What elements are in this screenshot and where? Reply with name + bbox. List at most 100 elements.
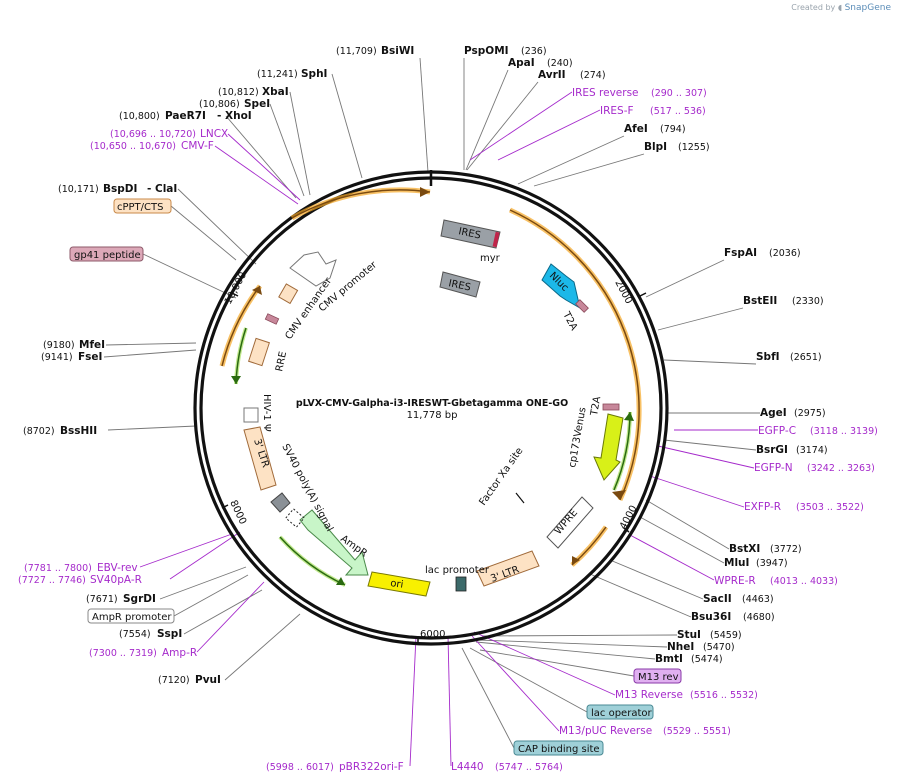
orf-arc-top	[291, 189, 431, 219]
enzyme-name: BlpI	[644, 141, 667, 153]
enzyme-stui: StuI(5459)	[677, 629, 742, 641]
box-cppt-cts-text: cPPT/CTS	[117, 202, 163, 213]
connector-paer7i	[225, 115, 297, 199]
box-gp41-text: gp41 peptide	[74, 250, 141, 261]
primer-pos: (3242 .. 3263)	[807, 463, 875, 474]
primer-wpre-r: WPRE-R(4013 .. 4033)	[714, 575, 838, 587]
connector-bsu36i	[589, 573, 692, 618]
enzyme-pos: (8702)	[23, 426, 55, 437]
primer-pos: (3118 .. 3139)	[810, 426, 878, 437]
connector-ampr	[196, 581, 265, 653]
primer-cmv-f: (10,650 .. 10,670)CMV-F	[90, 140, 214, 152]
ires-label-1: IRES	[457, 226, 481, 241]
enzyme-mfei: (9180)MfeI	[43, 339, 105, 351]
box-cppt-cts: cPPT/CTS	[113, 198, 172, 214]
connector-bsteii	[657, 307, 744, 331]
primer-egfp-n: EGFP-N(3242 .. 3263)	[754, 462, 875, 474]
enzyme-pos: (274)	[580, 70, 606, 81]
enzyme-pos: (9141)	[41, 352, 73, 363]
ltr-feature-left	[243, 426, 277, 491]
connector-m13r	[473, 631, 616, 696]
connector-egfpn	[657, 445, 755, 469]
orf-arcs	[219, 187, 642, 567]
enzyme-name: XhoI	[225, 110, 252, 122]
green-arrows	[231, 327, 634, 587]
connector-sacii	[609, 559, 704, 600]
enzyme-name: Bsu36I	[691, 611, 731, 623]
tick-6000: 6000	[417, 629, 445, 644]
box-m13-rev: M13 rev	[633, 668, 682, 684]
connector-m13puc	[471, 635, 560, 732]
primer-sv40pa-r: (7727 .. 7746)SV40pA-R	[18, 574, 142, 586]
enzyme-pos: (7554)	[119, 629, 151, 640]
primer-name: CMV-F	[181, 140, 214, 152]
t2a-label-2: T2A	[589, 395, 603, 417]
enzyme-sbfi: SbfI (2651)	[756, 351, 822, 363]
tick-label-6000: 6000	[420, 629, 445, 640]
orf-arc-left	[221, 285, 261, 367]
connector-afei	[517, 135, 625, 185]
enzyme-sacii: SacII(4463)	[703, 593, 774, 605]
primer-l4440: L4440(5747 .. 5764)	[451, 761, 563, 773]
enzyme-pos: (240)	[547, 58, 573, 69]
snapgene-logo-icon: ◖	[837, 3, 843, 12]
primer-pos: (5516 .. 5532)	[690, 690, 758, 701]
primer-exfp-r: EXFP-R(3503 .. 3522)	[744, 501, 864, 513]
gp41-feature	[264, 313, 280, 325]
connector-iresf	[497, 109, 601, 161]
primer-pos: (290 .. 307)	[651, 88, 707, 99]
primer-amp-r: (7300 .. 7319)Amp-R	[89, 647, 197, 659]
primer-pos: (5529 .. 5551)	[663, 726, 731, 737]
enzyme-pos: (4680)	[743, 612, 775, 623]
lac-promoter-label: lac promoter	[425, 565, 490, 576]
boxed-feature-labels: cPPT/CTS gp41 peptide AmpR promoter M13 …	[69, 198, 682, 756]
enzyme-name: MfeI	[79, 339, 105, 351]
enzyme-pos: (1255)	[678, 142, 710, 153]
connector-pvui	[224, 613, 301, 681]
nluc-feature	[541, 263, 581, 310]
connector-blpi	[533, 153, 645, 187]
cmv-enhancer-small	[278, 283, 299, 305]
connector-sbfi	[663, 359, 757, 365]
enzyme-bsshii: (8702)BssHII	[23, 425, 97, 437]
connector-apai	[465, 69, 509, 171]
enzyme-pos: (3947)	[756, 558, 788, 569]
enzyme-name: SpeI	[244, 98, 270, 110]
enzyme-bstxi: BstXI(3772)	[729, 543, 802, 555]
enzyme-pos: (7671)	[86, 594, 118, 605]
box-lac-operator-text: lac operator	[591, 708, 652, 719]
primer-name: WPRE-R	[714, 575, 756, 587]
connector-amprp	[173, 574, 249, 617]
enzyme-name: SbfI	[756, 351, 780, 363]
primer-name: SV40pA-R	[90, 574, 142, 586]
enzyme-name: ApaI	[508, 57, 535, 69]
sv40-polya-feature	[270, 492, 291, 513]
enzyme-name: NheI	[667, 641, 694, 653]
ires-label-2: IRES	[447, 278, 471, 293]
primer-name: EXFP-R	[744, 501, 781, 513]
connector-stui	[481, 634, 678, 637]
enzyme-name: SphI	[301, 68, 327, 80]
rre-feature	[248, 337, 270, 367]
connector-pbr322	[409, 635, 417, 767]
primer-ebv-rev: (7781 .. 7800)EBV-rev	[24, 562, 138, 574]
connector-cmvf	[214, 145, 299, 205]
enzyme-sgrdi: (7671)SgrDI	[86, 593, 156, 605]
connector-bmti	[475, 641, 656, 660]
box-cap-binding-site-bg	[513, 740, 604, 756]
green-arrowhead-right	[624, 412, 634, 421]
box-gp41: gp41 peptide	[69, 246, 144, 262]
enzyme-pos: (2651)	[790, 352, 822, 363]
primer-pos: (7300 .. 7319)	[89, 648, 157, 659]
enzyme-name: PaeR7I	[165, 110, 206, 122]
primer-pos: (7781 .. 7800)	[24, 563, 92, 574]
primer-egfp-c: EGFP-C(3118 .. 3139)	[758, 425, 878, 437]
t2a-label-1: T2A	[560, 309, 579, 332]
enzyme-blpi: BlpI (1255)	[644, 141, 710, 153]
enzyme-agei: AgeI(2975)	[760, 407, 826, 419]
enzyme-pos: (3772)	[770, 544, 802, 555]
enzyme-name: PspOMI	[464, 45, 509, 57]
enzyme-name: MluI	[724, 557, 749, 569]
connector-lacop	[469, 647, 588, 713]
